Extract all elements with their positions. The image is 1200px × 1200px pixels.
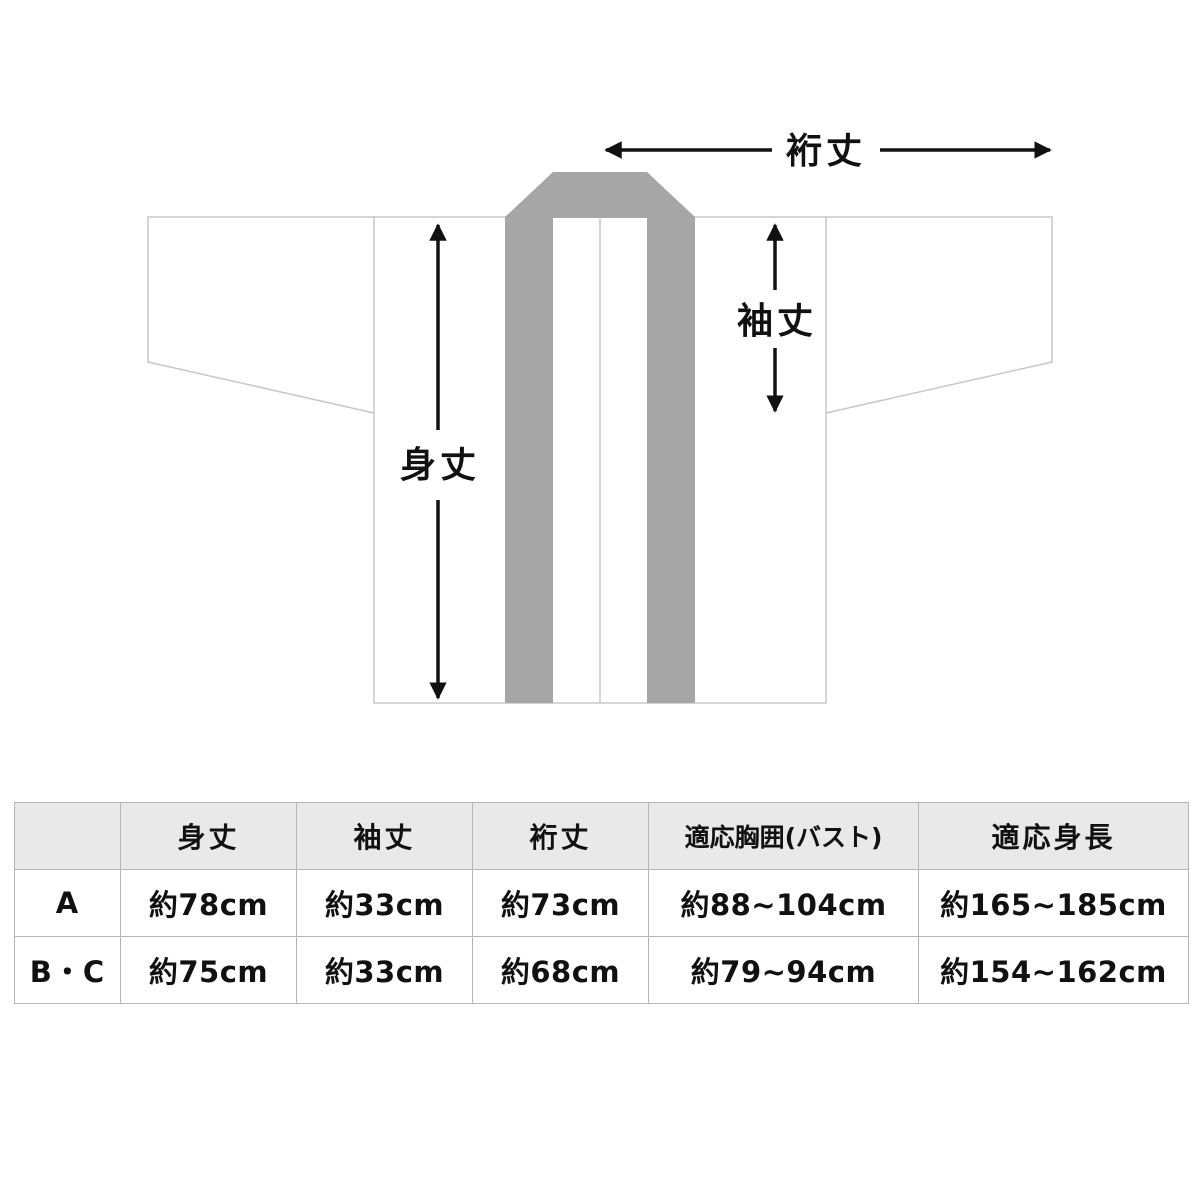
cell-sode: 約33cm: [296, 869, 473, 937]
yuki-label: 裄丈: [786, 131, 866, 172]
left-sleeve: [147, 216, 375, 414]
header-sode: 袖丈: [296, 802, 473, 870]
cell-yuki: 約73cm: [472, 869, 649, 937]
cell-mitake: 約75cm: [120, 936, 297, 1004]
mitake-label: 身丈: [400, 445, 480, 486]
cell-height: 約165~185cm: [918, 869, 1189, 937]
cell-bust: 約79~94cm: [648, 936, 919, 1004]
right-sleeve: [825, 216, 1053, 414]
cell-yuki: 約68cm: [472, 936, 649, 1004]
left-collar-band: [505, 172, 553, 703]
header-mitake: 身丈: [120, 802, 297, 870]
header-height: 適応身長: [918, 802, 1189, 870]
header-corner-cell: [14, 802, 121, 870]
back-collar: [553, 172, 647, 218]
cell-mitake: 約78cm: [120, 869, 297, 937]
header-bust: 適応胸囲(バスト): [648, 802, 919, 870]
table-row: B・C 約75cm 約33cm 約68cm 約79~94cm 約154~162c…: [14, 936, 1189, 1004]
header-yuki: 裄丈: [472, 802, 649, 870]
cell-bust: 約88~104cm: [648, 869, 919, 937]
table-header-row: 身丈 袖丈 裄丈 適応胸囲(バスト) 適応身長: [14, 802, 1189, 870]
row-label-a: A: [14, 869, 121, 937]
sode-label: 袖丈: [737, 301, 817, 342]
table-row: A 約78cm 約33cm 約73cm 約88~104cm 約165~185cm: [14, 869, 1189, 937]
cell-height: 約154~162cm: [918, 936, 1189, 1004]
size-table: 身丈 袖丈 裄丈 適応胸囲(バスト) 適応身長 A 約78cm 約33cm 約7…: [14, 802, 1189, 1004]
happi-coat-diagram: 裄丈 袖丈 身丈: [147, 131, 1053, 704]
cell-sode: 約33cm: [296, 936, 473, 1004]
row-label-bc: B・C: [14, 936, 121, 1004]
right-collar-band: [647, 172, 695, 703]
